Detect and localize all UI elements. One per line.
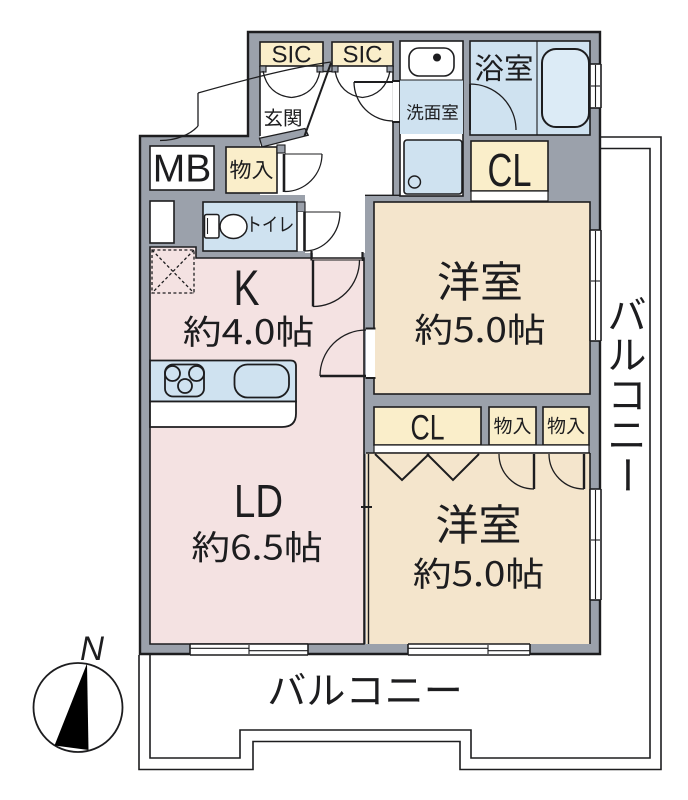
svg-text:CL: CL — [411, 409, 445, 448]
svg-text:K: K — [234, 260, 260, 316]
svg-text:CL: CL — [488, 144, 532, 196]
svg-text:N: N — [80, 630, 104, 668]
svg-text:LD: LD — [234, 475, 283, 527]
svg-text:SIC: SIC — [342, 42, 382, 69]
svg-text:MB: MB — [153, 148, 212, 191]
svg-text:SIC: SIC — [271, 42, 311, 69]
